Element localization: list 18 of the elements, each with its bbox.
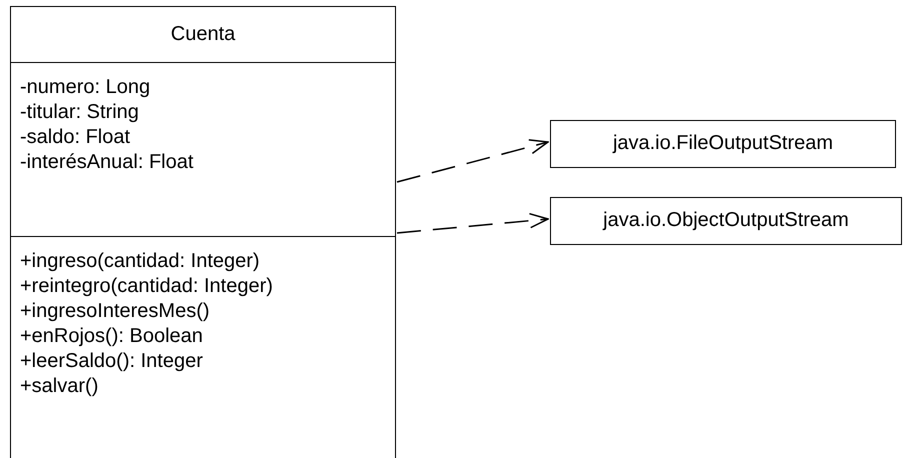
dependency-arrow	[396, 212, 549, 234]
class-name: Cuenta	[170, 22, 236, 47]
class-name: java.io.ObjectOutputStream	[603, 208, 849, 233]
attribute-text: -titular: String	[20, 100, 139, 125]
method-text: +ingresoInteresMes()	[20, 299, 210, 324]
class-box	[550, 120, 896, 168]
class-name: java.io.FileOutputStream	[612, 131, 834, 156]
method-text: +reintegro(cantidad: Integer)	[20, 274, 273, 299]
method-text: +salvar()	[20, 374, 98, 399]
method-text: +leerSaldo(): Integer	[20, 349, 203, 374]
attribute-text: -numero: Long	[20, 75, 150, 100]
attribute-text: -saldo: Float	[20, 125, 130, 150]
method-text: +ingreso(cantidad: Integer)	[20, 249, 260, 274]
method-text: +enRojos(): Boolean	[20, 324, 203, 349]
class-box	[10, 6, 396, 458]
dependency-arrow	[396, 139, 549, 183]
attribute-text: -interésAnual: Float	[20, 150, 194, 175]
class-box	[550, 197, 902, 245]
